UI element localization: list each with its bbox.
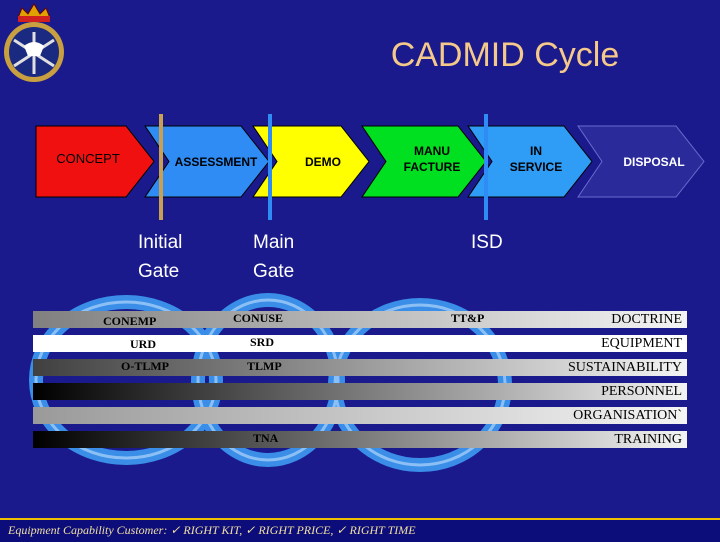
main-gate-line2: Gate xyxy=(253,261,295,282)
phase-chevron-6 xyxy=(577,125,705,198)
urd-label: URD xyxy=(130,337,156,351)
phase-chevron-3 xyxy=(252,125,370,198)
doctrine-bar: CONEMP CONUSE TT&P DOCTRINE xyxy=(33,311,687,328)
main-gate-line1: Main xyxy=(253,232,295,253)
personnel-label: PERSONNEL xyxy=(601,384,682,399)
initial-gate-label: Initial Gate xyxy=(138,228,182,286)
doctrine-label: DOCTRINE xyxy=(611,312,682,327)
page-title: CADMID Cycle xyxy=(390,36,620,74)
phase-label-5: IN xyxy=(530,144,542,158)
tlmp-label: TLMP xyxy=(247,359,282,373)
initial-gate-line1: Initial xyxy=(138,232,183,253)
footer-text: Equipment Capability Customer: ✓ RIGHT K… xyxy=(8,523,416,537)
equipment-label: EQUIPMENT xyxy=(601,336,682,351)
cadmid-phase-diagram: CONCEPT ASSESSMENT DEMO MANU FACTURE IN SERVIC… xyxy=(35,114,705,220)
phase-label-4: MANU xyxy=(414,144,450,158)
main-gate-line xyxy=(268,114,272,220)
phase-chevron-1 xyxy=(35,125,155,198)
o-tlmp-label: O-TLMP xyxy=(121,359,169,373)
isd-line xyxy=(484,114,488,220)
initial-gate-line2: Gate xyxy=(138,261,180,282)
conuse-label: CONUSE xyxy=(233,311,284,325)
organisation-bar: ORGANISATION` xyxy=(33,407,687,424)
tna-label: TNA xyxy=(253,431,279,445)
phase-label-6: DISPOSAL xyxy=(623,155,684,169)
ttp-label: TT&P xyxy=(451,311,485,325)
organisation-label: ORGANISATION` xyxy=(573,408,682,423)
phase-label-2: ASSESSMENT xyxy=(175,155,258,169)
initial-gate-line xyxy=(159,114,163,220)
personnel-bar: PERSONNEL xyxy=(33,383,687,400)
sustainability-bar: O-TLMP TLMP SUSTAINABILITY xyxy=(33,359,687,376)
footer-bar: Equipment Capability Customer: ✓ RIGHT K… xyxy=(0,518,720,542)
phase-chevron-5 xyxy=(467,125,593,198)
phase-chevron-2 xyxy=(144,125,270,198)
srd-label: SRD xyxy=(250,335,275,349)
main-gate-label: Main Gate xyxy=(253,228,294,286)
equipment-bar: URD SRD EQUIPMENT xyxy=(33,335,687,352)
phase-label-3: DEMO xyxy=(305,155,341,169)
phase-label-5: SERVICE xyxy=(510,160,562,174)
isd-label: ISD xyxy=(471,232,503,253)
training-bar: TNA TRAINING xyxy=(33,431,687,448)
crest-logo xyxy=(4,3,64,82)
phase-label-1: CONCEPT xyxy=(56,151,120,166)
sustainability-label: SUSTAINABILITY xyxy=(568,360,682,375)
conemp-label: CONEMP xyxy=(103,314,157,328)
phase-chevron-4 xyxy=(361,125,487,198)
phase-label-4: FACTURE xyxy=(404,160,461,174)
training-label: TRAINING xyxy=(614,432,682,447)
